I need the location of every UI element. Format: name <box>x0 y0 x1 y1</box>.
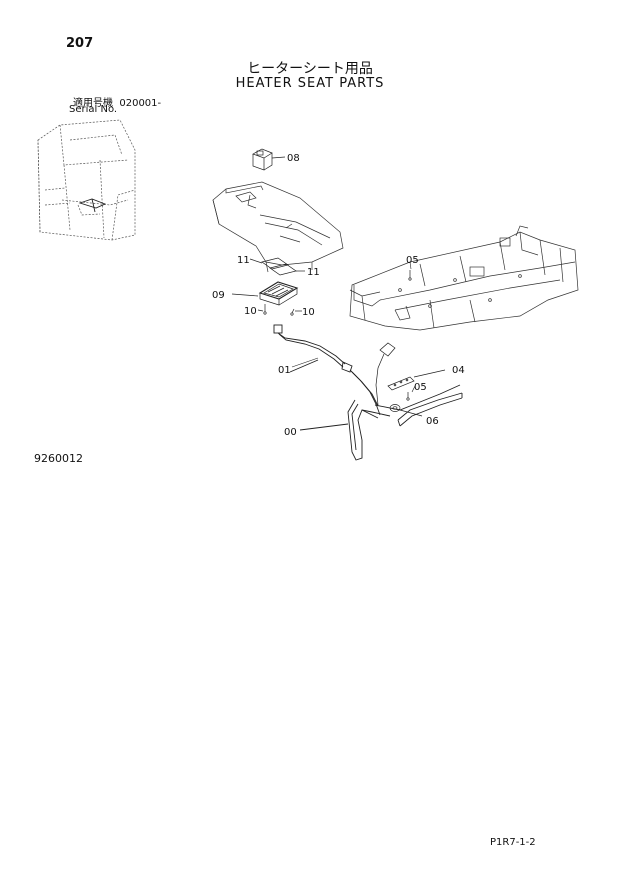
callout-01: 01 <box>278 365 291 376</box>
leader-lines <box>291 261 416 393</box>
page-title-japanese: ヒーターシート用品 <box>247 61 373 77</box>
callout-05-lower: 05 <box>414 382 427 393</box>
callout-06: 06 <box>426 416 439 427</box>
console-housing <box>212 181 344 273</box>
callout-11-right: 11 <box>307 267 320 278</box>
page-code: P1R7-1-2 <box>490 837 536 848</box>
callout-00: 00 <box>284 427 297 438</box>
part-10-screws <box>257 304 302 316</box>
part-05-bolt-upper <box>408 270 412 281</box>
part-11-pads <box>249 257 305 276</box>
serial-label-english: Serial No. <box>69 104 118 115</box>
figure-number: 9260012 <box>34 452 83 465</box>
machine-frame <box>349 225 579 331</box>
part-08-switch <box>252 148 286 171</box>
serial-value: 020001- <box>119 98 162 109</box>
callout-08: 08 <box>287 153 300 164</box>
callout-labels: 08 05 11 11 09 10 10 01 04 05 06 00 <box>212 153 465 438</box>
part-00-heater-seat <box>299 392 463 461</box>
callout-11-left: 11 <box>237 255 250 266</box>
callout-04: 04 <box>452 365 465 376</box>
callout-10-left: 10 <box>244 306 257 317</box>
machine-thumbnail <box>37 119 136 241</box>
callout-09: 09 <box>212 290 225 301</box>
serial-range-japanese: 適用号機 020001- <box>73 94 161 109</box>
part-04-connector <box>387 369 446 391</box>
part-05-bolt-lower <box>406 392 410 401</box>
part-06-grommet <box>389 404 423 417</box>
part-01-harness <box>273 324 461 416</box>
callout-05-upper: 05 <box>406 255 419 266</box>
page-number: 207 <box>66 36 94 51</box>
part-09-panel <box>231 281 299 306</box>
harness-connector-branch <box>375 342 396 406</box>
serial-label-jp: 適用号機 <box>73 98 113 109</box>
thumbnail-highlight <box>78 198 107 213</box>
callout-10-right: 10 <box>302 307 315 318</box>
page-title-english: HEATER SEAT PARTS <box>235 76 385 91</box>
